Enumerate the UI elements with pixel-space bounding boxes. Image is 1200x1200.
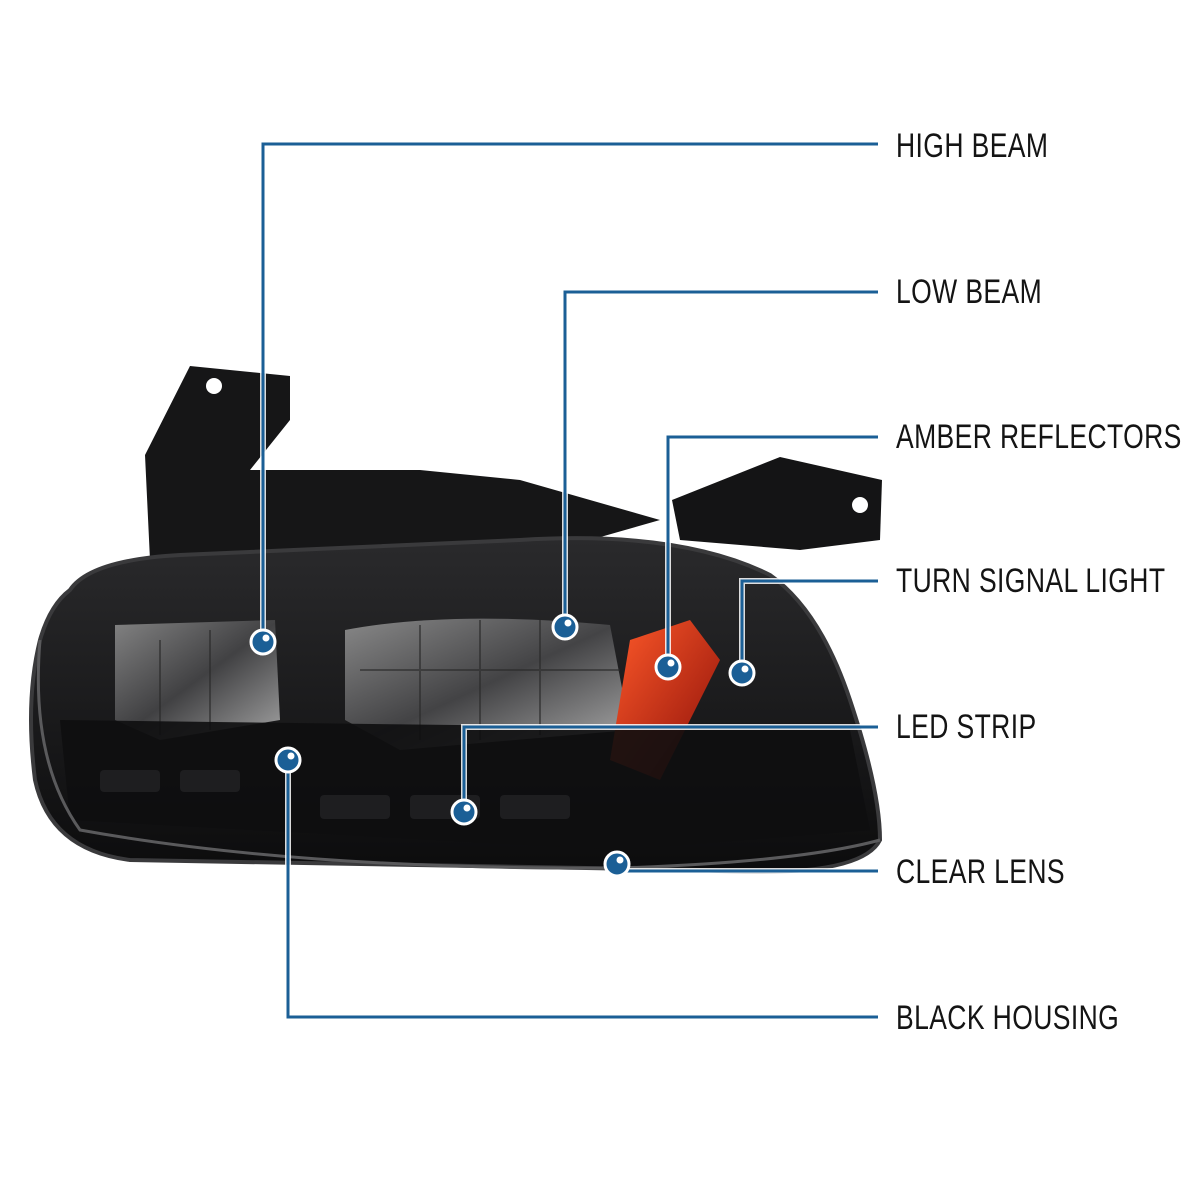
callout-line-led-strip bbox=[462, 725, 878, 812]
label-clear-lens: CLEAR LENS bbox=[896, 853, 1065, 891]
label-turn-signal-light: TURN SIGNAL LIGHT bbox=[896, 562, 1166, 600]
label-led-strip: LED STRIP bbox=[896, 708, 1037, 746]
callout-line-high-beam bbox=[261, 142, 878, 642]
callout-line-turn-signal bbox=[740, 579, 878, 673]
callout-dot-black-housing bbox=[274, 746, 302, 774]
callout-line-black-housing bbox=[286, 760, 878, 1019]
label-low-beam: LOW BEAM bbox=[896, 273, 1043, 311]
callout-lines bbox=[260, 141, 878, 1020]
label-black-housing: BLACK HOUSING bbox=[896, 999, 1120, 1037]
callout-line-amber-reflectors bbox=[666, 435, 878, 667]
callout-dot-clear-lens bbox=[603, 850, 631, 878]
callout-dot-turn-signal bbox=[728, 659, 756, 687]
mounting-bracket bbox=[145, 366, 882, 560]
label-high-beam: HIGH BEAM bbox=[896, 127, 1049, 165]
callout-line-low-beam bbox=[563, 290, 878, 627]
callout-dot-led-strip bbox=[450, 798, 478, 826]
callout-dot-amber-reflectors bbox=[654, 653, 682, 681]
callout-dot-high-beam bbox=[249, 628, 277, 656]
label-amber-reflectors: AMBER REFLECTORS bbox=[896, 418, 1182, 456]
callout-dots bbox=[249, 613, 756, 878]
callout-dot-low-beam bbox=[551, 613, 579, 641]
